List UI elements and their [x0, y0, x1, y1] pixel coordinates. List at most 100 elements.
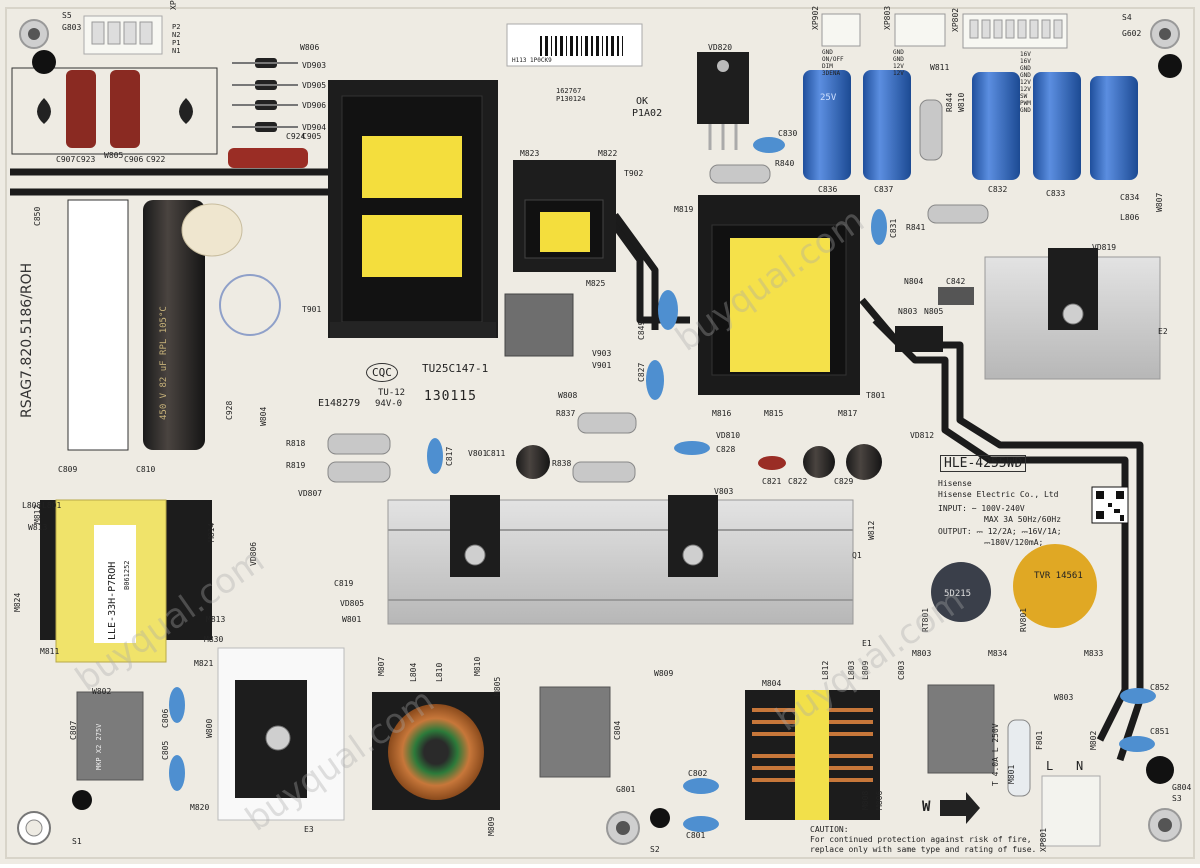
ref-designator: R838 [552, 459, 572, 468]
ref-designator: M802 [1089, 730, 1098, 750]
ref-designator: R818 [286, 439, 306, 448]
t801-label: T801 [866, 391, 886, 400]
input-rating: INPUT: ∼ 100V-240V [938, 504, 1025, 513]
connector-pin-label: GND [1020, 107, 1031, 114]
ref-designator: L812 [821, 660, 830, 680]
ref-designator: C809 [58, 465, 78, 474]
ref-designator: M806 [875, 790, 884, 810]
ref-designator: VD904 [302, 123, 327, 132]
ref-designator: N804 [904, 277, 924, 286]
ref-designator: L806 [1120, 213, 1140, 222]
ref-designator: W811 [930, 63, 950, 72]
barcode-label [506, 23, 643, 67]
ref-designator: L801 [42, 501, 62, 510]
line-mark: L [1046, 759, 1054, 773]
ref-designator: C849 [637, 320, 646, 340]
connector-pin-label: 12V [1020, 79, 1031, 86]
maker-cn: Hisense [938, 479, 972, 488]
ceramic-caps [169, 137, 1156, 832]
t901-label: T901 [302, 305, 322, 314]
ref-designator: M816 [712, 409, 732, 418]
ref-designator: W802 [92, 687, 112, 696]
connector-pin-label: N1 [172, 47, 181, 55]
ref-designator: C828 [716, 445, 736, 454]
output-rating-2: ⎓180V/120mA; [984, 538, 1044, 547]
ref-designator: W801 [342, 615, 362, 624]
thermistor-rt801 [931, 562, 991, 622]
ref-designator: V901 [592, 361, 612, 370]
ref-designator: C807 [69, 720, 78, 740]
ref-designator: S1 [72, 837, 82, 846]
ref-designator: W813 [28, 523, 48, 532]
ref-designator: R837 [556, 409, 576, 418]
ref-designator: M808 [861, 790, 870, 810]
ref-designator: M833 [1084, 649, 1104, 658]
connector-pin-label: P1 [172, 39, 181, 47]
ref-designator: C829 [834, 477, 854, 486]
ref-designator: S4 [1122, 13, 1132, 22]
ref-designator: M834 [988, 649, 1008, 658]
ref-designator: XP901 [169, 0, 178, 10]
ref-designator: C821 [762, 477, 782, 486]
electrolytic-label: 25V [820, 93, 837, 103]
ref-designator: W809 [654, 669, 674, 678]
ref-designator: VD906 [302, 101, 327, 110]
ref-designator: R844 [945, 92, 954, 112]
ref-designator: M821 [194, 659, 214, 668]
ref-designator: M803 [912, 649, 932, 658]
label-id: 162767 [556, 87, 582, 95]
model-label: HLE-4255WD [940, 455, 1027, 472]
ref-designator: W812 [867, 520, 876, 540]
ok-sticker-1: OK [636, 96, 649, 107]
ref-designator: C804 [613, 720, 622, 740]
x2-cap-c807 [76, 691, 144, 781]
maker: Hisense Electric Co., Ltd [938, 490, 1059, 499]
ref-designator: RT801 [921, 607, 930, 632]
connector-pin-label: 16V [1020, 51, 1031, 58]
ref-designator: C851 [1150, 727, 1170, 736]
ref-designator: F801 [1035, 730, 1044, 750]
ref-designator: VD806 [249, 541, 258, 566]
ref-designator: W810 [957, 92, 966, 112]
ref-designator: L803 [847, 660, 856, 680]
ref-designator: C852 [1150, 683, 1170, 692]
fuse-f801 [1007, 719, 1031, 797]
ref-designator: C850 [33, 206, 42, 226]
ref-designator: C842 [946, 277, 966, 286]
ref-designator: M810 [473, 656, 482, 676]
ref-designator: C923 [76, 155, 96, 164]
ref-designator: M815 [764, 409, 784, 418]
film-cap-c907 [66, 70, 96, 148]
ref-designator: M809 [487, 816, 496, 836]
ref-designator: VD807 [298, 489, 323, 498]
ref-designator: V801 [468, 449, 488, 458]
board-part-number: RSAG7.820.5186/ROH [19, 262, 35, 418]
ref-designator: L804 [409, 662, 418, 682]
ref-designator: VD820 [708, 43, 733, 52]
ref-designator: W808 [558, 391, 578, 400]
ref-designator: M813 [206, 615, 226, 624]
connector-pin-label: SW [1020, 93, 1028, 100]
ref-designator: M822 [598, 149, 618, 158]
ref-designator: C830 [778, 129, 798, 138]
caution-line-2: replace only with same type and rating o… [810, 845, 1037, 854]
ref-designator: M804 [762, 679, 782, 688]
ref-designator: N805 [924, 307, 944, 316]
ref-designator: C805 [161, 740, 170, 760]
ref-designator: RV801 [1019, 607, 1028, 632]
connector-pin-label: GND [893, 56, 904, 63]
ref-designator: C811 [486, 449, 506, 458]
ref-designator: C922 [146, 155, 166, 164]
film-cap-c906 [110, 70, 140, 148]
x2-cap-c804 [539, 686, 611, 778]
ref-designator: R841 [906, 223, 926, 232]
thermistor-label: 5D215 [944, 589, 972, 599]
ref-designator: C832 [988, 185, 1008, 194]
standby-transformer-code: B061252 [123, 560, 131, 590]
w-arrow-label: W [922, 799, 931, 815]
ref-designator: M801 [1007, 764, 1016, 784]
neutral-mark: N [1076, 759, 1084, 773]
label-code: P130124 [556, 95, 586, 103]
